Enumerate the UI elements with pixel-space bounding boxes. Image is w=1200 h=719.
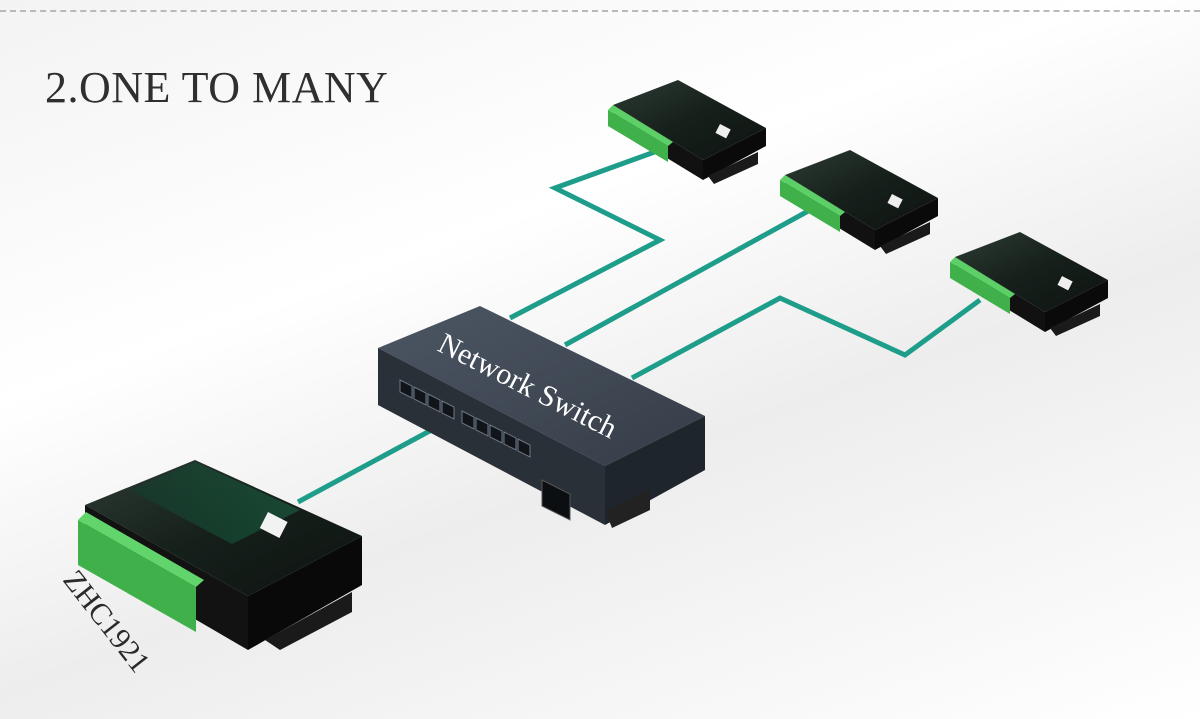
qr-code-icon	[1057, 276, 1073, 291]
io-device-1	[608, 80, 766, 184]
terminal-block-icon	[780, 175, 845, 232]
qr-code-icon	[259, 512, 288, 539]
cable-device3	[630, 295, 982, 381]
cable-main-device	[296, 417, 452, 505]
io-device-3	[950, 232, 1108, 336]
slide-title: 2.ONE TO MANY	[45, 63, 389, 112]
cable-links	[296, 147, 982, 505]
fiber-port-icon	[541, 479, 571, 521]
terminal-block-icon	[78, 512, 204, 632]
qr-code-icon	[715, 124, 731, 139]
cable-device1	[508, 147, 666, 321]
cable-device2	[563, 207, 812, 348]
io-device-2	[780, 150, 938, 254]
ethernet-port-icon	[399, 379, 531, 458]
top-dashed-divider	[0, 10, 1200, 12]
network-switch: Network Switch	[378, 306, 705, 528]
terminal-block-icon	[608, 105, 673, 162]
qr-code-icon	[887, 194, 903, 209]
terminal-block-icon	[950, 257, 1015, 314]
